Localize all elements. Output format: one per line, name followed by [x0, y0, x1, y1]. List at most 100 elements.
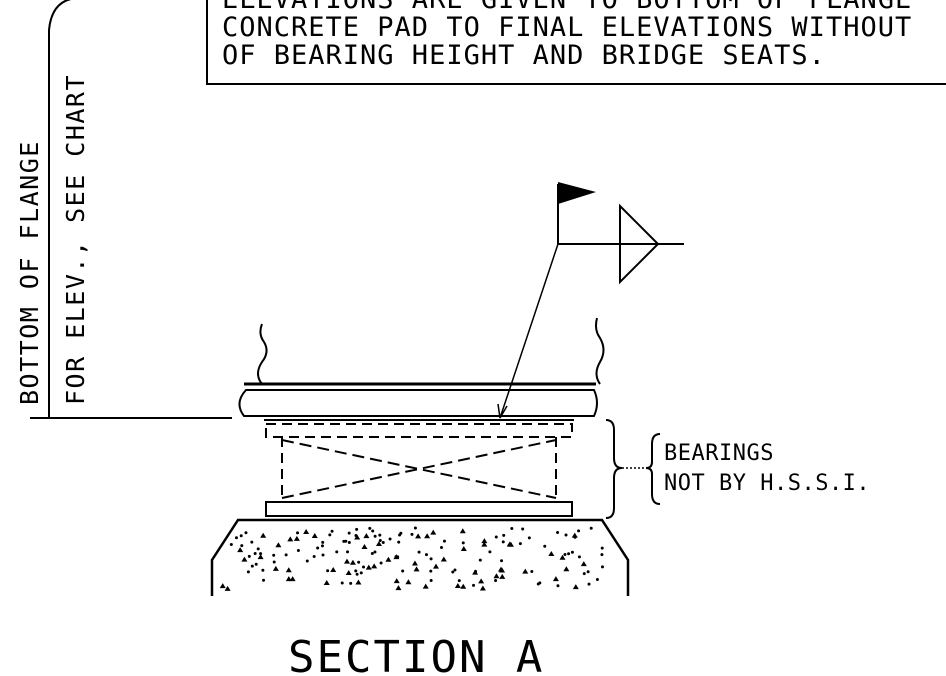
aggregate-dot — [570, 550, 574, 554]
aggregate-mark — [289, 576, 296, 582]
aggregate-mark — [559, 554, 566, 560]
aggregate-dot — [527, 536, 531, 540]
aggregate-dot — [340, 581, 344, 585]
aggregate-dot — [381, 541, 385, 545]
aggregate-dot — [600, 565, 604, 569]
concrete-pad-outline — [210, 518, 630, 596]
aggregate-dot — [586, 570, 590, 574]
aggregate-mark — [345, 570, 352, 576]
aggregate-dot — [347, 540, 351, 544]
aggregate-mark — [478, 578, 485, 584]
aggregate-dot — [261, 568, 265, 572]
aggregate-dot — [321, 540, 325, 544]
aggregate-dot — [250, 564, 254, 568]
aggregate-mark — [330, 566, 337, 572]
aggregate-dot — [442, 539, 446, 543]
aggregate-mark — [481, 541, 488, 547]
aggregate-dot — [521, 527, 525, 531]
aggregate-dot — [379, 561, 383, 565]
aggregate-mark — [260, 532, 267, 538]
aggregate-dot — [600, 546, 604, 550]
aggregate-dot — [401, 569, 405, 573]
aggregate-dot — [250, 540, 254, 544]
aggregate-mark — [440, 556, 447, 562]
aggregate-dot — [320, 544, 324, 548]
aggregate-mark — [413, 566, 420, 572]
aggregate-mark — [430, 529, 437, 535]
aggregate-mark — [460, 583, 467, 589]
aggregate-mark — [323, 579, 330, 585]
aggregate-dot — [589, 526, 593, 530]
aggregate-dot — [413, 526, 417, 530]
label-frame-line — [48, 0, 72, 418]
aggregate-mark — [563, 566, 570, 572]
aggregate-dot — [399, 531, 403, 535]
aggregate-mark — [548, 550, 555, 556]
aggregate-dot — [357, 560, 361, 564]
aggregate-dot — [536, 582, 540, 586]
bearing-diagonal-1 — [281, 439, 557, 499]
aggregate-dot — [600, 553, 604, 557]
aggregate-dot — [396, 555, 400, 559]
aggregate-mark — [355, 579, 362, 585]
concrete-stipple — [219, 526, 604, 591]
aggregate-dot — [262, 578, 266, 582]
aggregate-mark — [432, 563, 439, 569]
aggregate-dot — [417, 550, 421, 554]
aggregate-dot — [397, 540, 401, 544]
flange-label-frame: BOTTOM OF FLANGE FOR ELEV., SEE CHART — [15, 0, 90, 418]
general-note-box: ELEVATIONS ARE GIVEN TO BOTTOM OF FLANGE… — [206, 0, 946, 85]
aggregate-mark — [571, 532, 578, 538]
bearing-bracket — [605, 419, 623, 519]
web-break-left — [257, 323, 268, 385]
aggregate-dot — [254, 562, 258, 566]
aggregate-dot — [439, 545, 443, 549]
aggregate-dot — [316, 546, 320, 550]
weld-arrowhead — [497, 403, 508, 419]
aggregate-mark — [275, 542, 282, 548]
aggregate-dot — [371, 529, 375, 533]
aggregate-mark — [415, 533, 422, 539]
aggregate-mark — [481, 538, 488, 544]
weld-symbol — [497, 182, 684, 419]
aggregate-dot — [478, 558, 482, 562]
aggregate-dot — [246, 570, 250, 574]
aggregate-dot — [502, 533, 506, 537]
aggregate-dot — [595, 577, 599, 581]
aggregate-mark — [422, 583, 429, 589]
girder-bottom-flange — [238, 382, 598, 417]
field-weld-flag — [558, 182, 596, 204]
aggregate-dot — [244, 531, 248, 535]
aggregate-dot — [354, 569, 358, 573]
aggregate-mark — [411, 560, 418, 566]
aggregate-dot — [556, 531, 560, 535]
aggregate-dot — [582, 572, 586, 576]
label-for-elev-see-chart: FOR ELEV., SEE CHART — [61, 74, 90, 405]
aggregate-dot — [296, 549, 300, 553]
aggregate-dot — [494, 535, 498, 539]
bearings-note-line-2: NOT BY H.S.S.I. — [664, 471, 870, 496]
weld-leader-line — [499, 243, 559, 419]
aggregate-dot — [429, 557, 433, 561]
aggregate-mark — [224, 585, 231, 591]
aggregate-mark — [479, 585, 486, 591]
aggregate-dot — [355, 527, 359, 531]
aggregate-dot — [240, 544, 244, 548]
aggregate-mark — [285, 576, 292, 582]
aggregate-dot — [501, 540, 505, 544]
aggregate-dot — [567, 552, 571, 556]
aggregate-dot — [305, 559, 309, 563]
aggregate-dot — [272, 553, 276, 557]
aggregate-dot — [330, 529, 334, 533]
aggregate-dot — [378, 538, 382, 542]
aggregate-dot — [373, 534, 377, 538]
aggregate-dot — [388, 537, 392, 541]
aggregate-mark — [363, 533, 370, 539]
aggregate-dot — [378, 533, 382, 537]
aggregate-dot — [510, 526, 514, 530]
aggregate-dot — [346, 550, 350, 554]
aggregate-mark — [552, 576, 559, 582]
aggregate-dot — [429, 579, 433, 583]
aggregate-dot — [354, 534, 358, 538]
